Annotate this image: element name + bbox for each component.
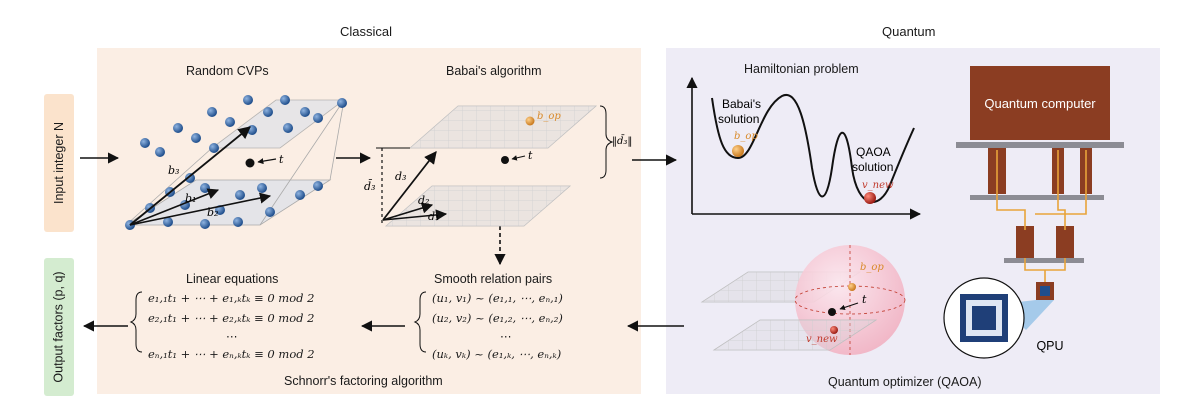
sphere-t-label: t [862,293,867,306]
linear-equations-brace [129,291,143,353]
linear-equation-row-2: e₂,₁t₁ + ⋯ + e₂,ₖtₖ ≡ 0 mod 2 [148,311,315,325]
qaoa-solution-label-line1: QAOA [856,145,891,159]
cvp-b3-label: b₃ [168,164,179,177]
linear-equation-row-n: eₙ,₁t₁ + ⋯ + eₙ,ₖtₖ ≡ 0 mod 2 [148,347,315,361]
smooth-pair-row-k: (uₖ, vₖ) ~ (e₁,ₖ, ⋯, eₙ,ₖ) [432,347,562,361]
babai-algorithm-title: Babai's algorithm [446,64,542,78]
linear-equations-title: Linear equations [186,272,279,286]
smooth-relation-pairs-title: Smooth relation pairs [434,272,553,286]
random-cvps-title: Random CVPs [186,64,269,78]
classical-section-title: Classical [340,24,393,39]
quantum-computer-graphic [943,66,1124,359]
hamiltonian-problem-title: Hamiltonian problem [744,62,859,76]
babai-d2-label: d₂ [418,194,429,207]
sphere-bop-label: b_op [860,262,884,273]
cvp-b1-label: b₁ [185,192,196,205]
babai-solution-label-line2: solution [718,112,759,126]
smooth-pair-row-1: (u₁, v₁) ~ (e₁,₁, ⋯, eₙ,₁) [432,291,563,305]
quantum-optimizer-caption: Quantum optimizer (QAOA) [828,375,982,389]
smooth-pairs-brace [413,291,427,353]
cvp-t-label: t [279,153,284,166]
babai-d1-label: d₁ [428,210,439,223]
hamiltonian-vnew-label: v_new [862,180,894,191]
qaoa-solution-label-line2: solution [852,160,893,174]
babai-d3bar-label: d̄₃ [364,180,375,193]
babai-planes [376,105,614,227]
quantum-computer-label: Quantum computer [984,96,1096,111]
smooth-pair-row-2: (u₂, v₂) ~ (e₁,₂, ⋯, eₙ,₂) [432,311,563,325]
babai-solution-label-line1: Babai's [722,97,761,111]
babai-t-label: t [528,149,533,162]
hamiltonian-bop-label: b_op [734,131,758,142]
babai-bop-label: b_op [537,111,561,122]
linear-equation-ellipsis: ⋯ [226,329,238,343]
schnorr-algorithm-caption: Schnorr's factoring algorithm [284,374,443,388]
bloch-sphere-graphic [700,245,906,355]
input-integer-box: Input integer N [44,94,74,232]
babai-d3-label: d₃ [395,170,406,183]
cvp-b2-label: b₂ [207,206,218,219]
random-cvps-lattice [124,95,347,230]
linear-equation-row-1: e₁,₁t₁ + ⋯ + e₁,ₖtₖ ≡ 0 mod 2 [148,291,315,305]
quantum-section-title: Quantum [882,24,936,39]
output-factors-box: Output factors (p, q) [44,258,74,396]
babai-norm-label: ‖d̄₃‖ [612,135,632,147]
sphere-vnew-label: v_new [806,334,838,345]
smooth-pair-ellipsis: ⋯ [500,329,512,343]
qpu-label: QPU [1036,339,1063,353]
hamiltonian-plot [686,76,922,220]
